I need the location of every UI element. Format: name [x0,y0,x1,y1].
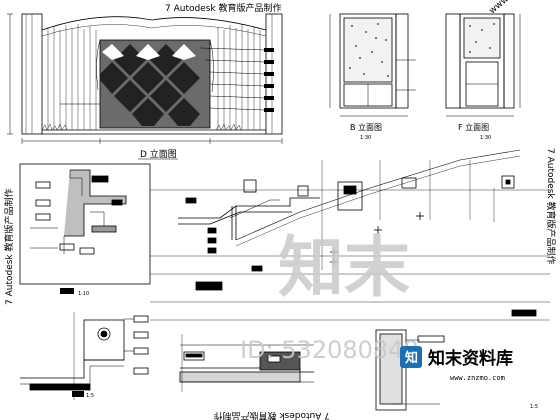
detail-bottom-left-scale: 1:5 [86,393,94,399]
elevation-f-title: F 立面图 [458,122,489,132]
autodesk-watermark-bottom: 7 Autodesk 教育版产品制作 [214,410,331,420]
autodesk-watermark-top: 7 Autodesk 教育版产品制作 [165,2,282,14]
elevation-b [329,13,416,117]
elevation-f-scale: 1:30 [480,135,491,141]
detail-left-scale: 1:10 [78,291,89,297]
detail-right-label: 1:5 [530,404,538,410]
zhimo-brand-watermark: 知末 [278,229,410,306]
autodesk-watermark-right: 7 Autodesk 教育版产品制作 [545,148,557,265]
autodesk-watermark-left: 7 Autodesk 教育版产品制作 [3,189,15,306]
detail-bottom-left [20,312,149,400]
section-detail-left [19,163,151,285]
elevation-d [7,13,283,144]
stair-section [150,149,550,321]
detail-bottom-right [375,309,537,411]
detail-bottom-left-marker [72,391,84,397]
elevation-f [445,13,521,117]
znzmo-logo: 知 知末资料库 www.znzmo.com [400,346,513,382]
svg-text:知: 知 [405,350,418,366]
logo-url: www.znzmo.com [450,374,505,382]
elevation-b-title: B 立面图 [350,122,382,132]
detail-bottom-center [179,334,314,392]
detail-left-marker [60,288,74,294]
id-watermark: ID: 532080848 [240,336,419,364]
elevation-b-scale: 1:30 [360,135,371,141]
elevation-d-title: D 立面图 [140,148,177,160]
logo-text: 知末资料库 [427,348,513,369]
